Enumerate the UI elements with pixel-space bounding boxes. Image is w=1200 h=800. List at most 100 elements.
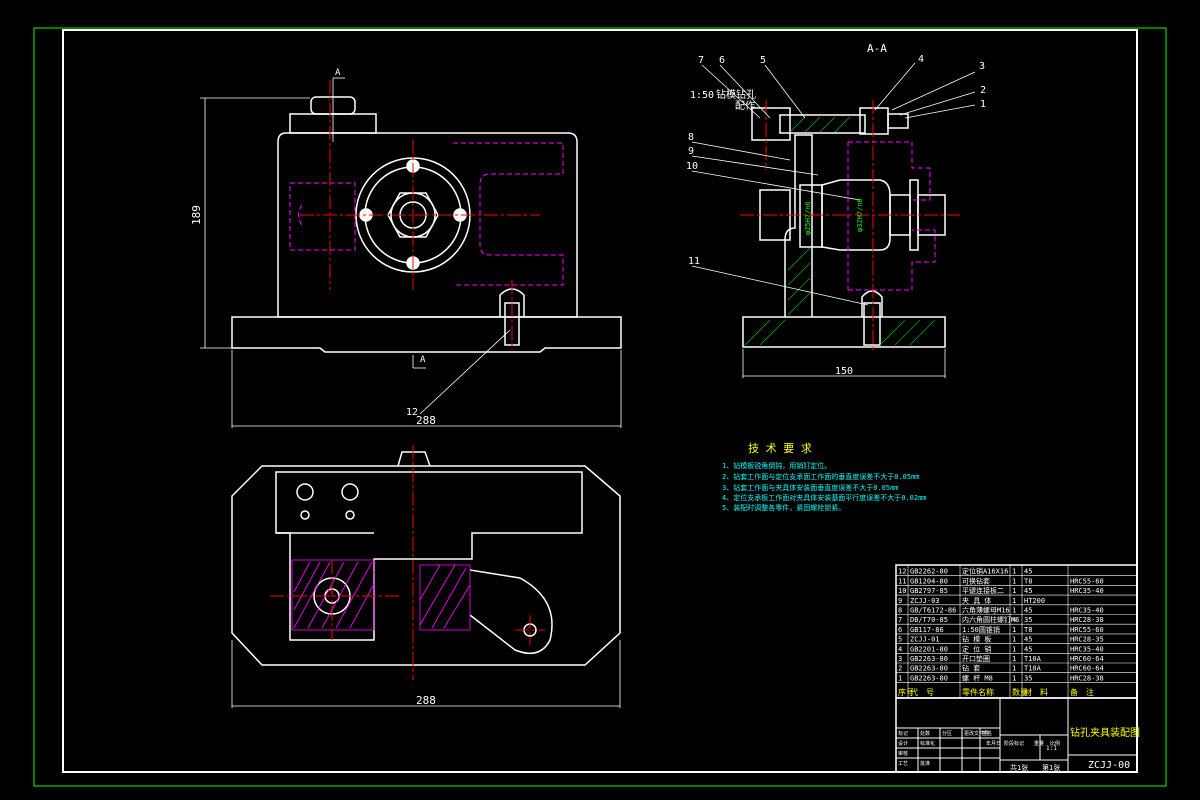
parts-cell: 45 [1024,587,1032,595]
parts-cell: 定 位 销 [962,644,991,653]
title-block-label: 审核 [898,750,908,757]
title-block-label: 更改文件号 [964,730,989,737]
front-view-dimensions [200,77,622,428]
top-view-hatch [291,559,471,631]
title-block-label: 标准化 [920,740,935,747]
title-block-drawing-title: 钻孔夹具装配图 [1070,726,1140,739]
parts-cell: HRC35-40 [1070,645,1104,653]
parts-cell: 1 [1012,636,1016,644]
parts-cell: 钻 模 板 [962,635,991,644]
parts-cell: HT200 [1024,597,1045,605]
title-block-label: 比例 [1050,740,1060,747]
title-block-label: 设计 [898,740,908,747]
title-block-label: 重量 [1034,740,1044,747]
parts-cell: 内六角圆柱螺钉M6 [962,615,1019,624]
parts-header-cell: 备 注 [1070,687,1094,697]
title-block-label: 年月日 [986,740,1001,747]
section-note-label: 1:50 [690,90,714,101]
parts-cell: 六角薄螺母M16 [962,606,1010,615]
parts-cell: 螺 杆 M8 [962,673,993,682]
outer-border [33,27,1167,787]
title-block-label: 工艺 [898,761,908,767]
parts-cell: ZCJJ-03 [910,597,940,605]
tech-req-3: 3、钻套工作面与夹具体安装面垂直度误差不大于0.05mm [722,483,899,492]
parts-cell: 夹 具 体 [962,596,991,605]
title-block-label: 签名 [982,730,992,737]
front-section-mark-bottom: A [420,355,426,365]
parts-cell: HRC28-38 [1070,616,1104,624]
parts-cell: 1 [1012,674,1016,682]
title-block-label: 标记 [898,730,908,737]
parts-cell: 4 [1012,616,1016,624]
parts-cell: 45 [1024,636,1032,644]
tech-req-5: 5、装配时调整各零件，紧固螺栓锁紧。 [722,503,845,512]
parts-cell: DB/T70-85 [910,616,948,624]
title-block-scale: 1:1 [1046,745,1057,752]
title-block-drawing-number: ZCJJ-00 [1088,760,1130,771]
callout-6: 6 [719,55,725,66]
parts-cell: 5 [898,636,902,644]
tech-requirements-list: 1、钻模板锐角倒钝，用销钉定位。 2、钻套工作面与定位支承面工作面的垂直度误差不… [722,461,927,512]
parts-cell: HRC35-40 [1070,587,1104,595]
title-block-label: 分区 [942,730,952,737]
callout-4: 4 [918,54,924,65]
section-dim-width: 150 [835,366,853,377]
parts-cell: 8 [898,607,902,615]
top-view-centerlines [270,445,545,680]
parts-list-header: 序号代 号零件名称数量材 料备 注 [898,565,1094,698]
parts-cell: GB/T6172-86 [910,607,956,615]
parts-cell: GB2263-80 [910,665,948,673]
parts-cell: T8 [1024,626,1032,634]
front-dim-height: 189 [190,205,203,225]
parts-cell: HRC35-40 [1070,607,1104,615]
section-view-hatch [744,116,936,346]
parts-header-cell: 数量 [1012,687,1028,697]
top-view-dimensions [231,640,621,708]
tech-req-2: 2、钻套工作面与定位支承面工作面的垂直度误差不大于0.05mm [722,472,920,481]
parts-cell: 3 [898,655,902,663]
front-section-mark-top: A [335,68,341,78]
parts-cell: 平键连接板二 [962,586,1004,595]
parts-cell: GB2263-80 [910,674,948,682]
parts-cell: 钻 套 [962,664,980,673]
parts-header-cell: 零件名称 [962,687,994,697]
parts-cell: 1 [1012,645,1016,653]
tech-requirements-title: 技 术 要 求 [748,442,812,455]
parts-cell: 7 [898,616,902,624]
parts-cell: ZCJJ-01 [910,636,940,644]
parts-cell: 1 [1012,577,1016,585]
parts-cell: 1 [1012,626,1016,634]
top-view [231,451,621,666]
section-view-centerlines [740,100,960,350]
parts-cell: 35 [1024,674,1032,682]
parts-cell: 1 [1012,597,1016,605]
parts-cell: 4 [898,645,902,653]
parts-cell: 10 [898,587,906,595]
parts-cell: 可换钻套 [962,576,990,585]
section-callouts: 1 2 3 4 5 6 7 8 9 10 11 [686,54,986,267]
front-part-callout: 12 [406,407,418,418]
parts-cell: 6 [898,626,902,634]
parts-cell: 1 [1012,568,1016,576]
section-note-text-1: 钻模钻孔 [716,88,756,101]
title-block-sheet-total: 共1张 [1010,763,1028,772]
parts-cell: HRC55-60 [1070,626,1104,634]
title-block-label: 阶段标记 [1004,740,1024,747]
top-dim-width: 288 [416,694,436,707]
parts-cell: 开口垫圈 [962,654,990,663]
parts-cell: T10A [1024,665,1042,673]
parts-cell: HRC60-64 [1070,665,1104,673]
parts-cell: GB117-86 [910,626,944,634]
front-view-centerlines [300,80,540,350]
title-block-label: 批准 [920,760,930,767]
parts-cell: 1 [1012,655,1016,663]
parts-cell: 1 [1012,665,1016,673]
parts-cell: GB2797-85 [910,587,948,595]
parts-cell: HRC28-35 [1070,636,1104,644]
section-title: A-A [867,42,887,55]
section-view-hidden [847,141,936,291]
parts-cell: T10A [1024,655,1042,663]
parts-cell: 1 [1012,607,1016,615]
